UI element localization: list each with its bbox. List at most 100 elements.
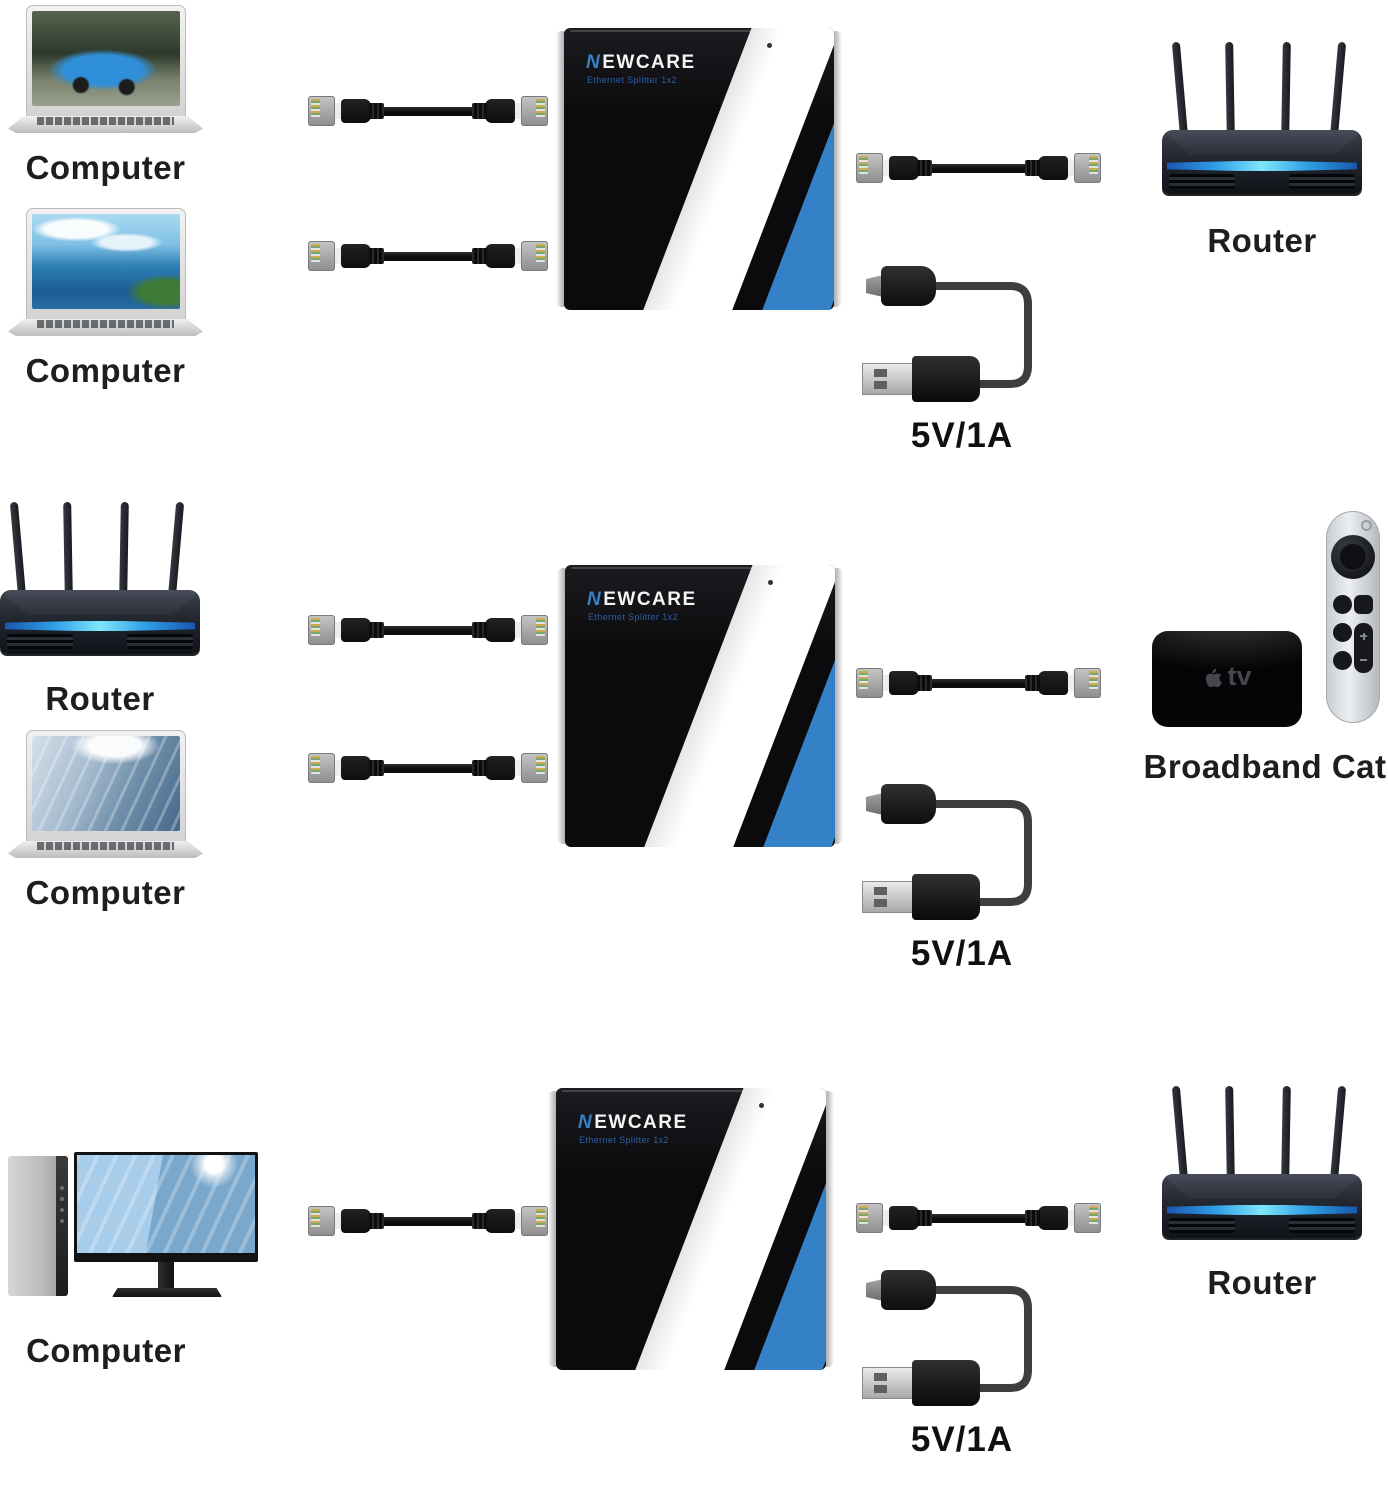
micro-usb-plug-icon <box>866 266 936 306</box>
ethernet-cable-icon <box>308 93 548 129</box>
usb-a-metal-tip <box>862 1367 914 1399</box>
rj45-boot <box>889 156 919 180</box>
model-text: Ethernet Splitter 1x2 <box>587 75 677 85</box>
rj45-pins <box>1089 156 1098 174</box>
rj45-plug-icon <box>1025 1200 1101 1236</box>
remote-play-pause-button <box>1333 623 1352 642</box>
rj45-strain-relief <box>472 103 487 119</box>
router-antennas <box>1162 1082 1362 1183</box>
rj45-plug-icon <box>856 665 932 701</box>
rj45-plug-icon <box>308 612 384 648</box>
rj45-plug-icon <box>308 750 384 786</box>
rj45-pins <box>536 618 545 636</box>
ethernet-splitter-device: NEWCARE Ethernet Splitter 1x2 <box>557 565 843 847</box>
rj45-boot <box>485 756 515 780</box>
rj45-strain-relief <box>369 248 384 264</box>
device-label: Router <box>1207 222 1317 259</box>
broadband-modem-device: tv Broadband Cat <box>1140 505 1388 786</box>
router-led-strip <box>1167 161 1357 171</box>
laptop-wallpaper-skyscrapers <box>31 736 180 831</box>
micro-usb-plug-icon <box>866 784 936 824</box>
cable-wire <box>890 679 1067 688</box>
laptop-wallpaper-coast <box>31 214 180 309</box>
rj45-strain-relief <box>472 1213 487 1229</box>
rj45-plug-icon <box>1025 665 1101 701</box>
usb-a-metal-tip <box>862 881 914 913</box>
micro-usb-body <box>881 1270 936 1310</box>
volume-plus-mark <box>1362 632 1365 640</box>
ethernet-splitter-device: NEWCARE Ethernet Splitter 1x2 <box>556 28 842 310</box>
device-label: Broadband Cat <box>1143 748 1387 785</box>
micro-usb-tip <box>866 275 883 297</box>
antenna <box>1171 41 1189 139</box>
rj45-pins <box>859 671 868 689</box>
usb-a-slot <box>874 899 887 907</box>
usb-power-cable-block: 5V/1A <box>862 776 1062 974</box>
brand-initial: N <box>586 52 602 73</box>
rj45-pins <box>536 1209 545 1227</box>
remote-back-button <box>1333 595 1352 614</box>
cable-wire <box>342 764 514 773</box>
device-label: Router <box>45 680 155 717</box>
cable-wire <box>342 252 514 261</box>
remote-clickpad-inner <box>1339 543 1367 571</box>
rj45-latch <box>335 760 343 776</box>
apple-tv-box-icon: tv <box>1152 631 1302 727</box>
wifi-router-icon <box>1162 1082 1362 1238</box>
cable-loop <box>928 282 1032 388</box>
ethernet-cable-icon <box>856 665 1101 701</box>
laptop-screen <box>25 730 186 842</box>
router-grille <box>1289 1218 1355 1233</box>
rj45-pins <box>1089 1206 1098 1224</box>
desktop-computer: Computer <box>0 1152 258 1370</box>
siri-remote-icon <box>1326 511 1380 723</box>
micro-usb-tip <box>866 793 883 815</box>
rj45-boot <box>889 1206 919 1230</box>
volume-minus-mark <box>1360 659 1367 661</box>
usb-a-slot <box>874 1385 887 1393</box>
router-top-face <box>1162 130 1362 155</box>
ethernet-cable-icon <box>308 238 548 274</box>
rj45-plug-icon <box>308 1203 384 1239</box>
router-top-face <box>0 590 200 615</box>
usb-power-cable-block: 5V/1A <box>862 258 1062 456</box>
usb-power-cable-icon <box>862 258 1062 408</box>
laptop-keys <box>37 842 174 850</box>
rj45-plug-icon <box>308 93 384 129</box>
ethernet-cable-icon <box>856 1200 1101 1236</box>
rj45-strain-relief <box>369 103 384 119</box>
rj45-boot <box>341 618 371 642</box>
antenna <box>1225 41 1235 139</box>
laptop-keyboard-base <box>8 841 203 858</box>
micro-usb-body <box>881 266 936 306</box>
model-text: Ethernet Splitter 1x2 <box>579 1135 669 1145</box>
rj45-strain-relief <box>472 248 487 264</box>
model-text: Ethernet Splitter 1x2 <box>588 612 678 622</box>
antenna <box>1281 41 1291 139</box>
ethernet-cable-icon <box>308 750 548 786</box>
brand-rest: EWCARE <box>594 1112 688 1133</box>
usb-a-plug-icon <box>862 1358 982 1408</box>
wifi-router-icon <box>0 498 200 654</box>
brand-initial: N <box>587 589 603 610</box>
rj45-boot <box>1038 1206 1068 1230</box>
micro-usb-body <box>881 784 936 824</box>
rj45-boot <box>341 756 371 780</box>
monitor-stand-base <box>112 1288 222 1297</box>
apple-tv-logo: tv <box>1152 661 1302 692</box>
router-grille <box>127 634 193 649</box>
tower-buttons <box>60 1186 64 1190</box>
antenna <box>9 501 27 599</box>
antenna <box>119 501 129 599</box>
rj45-pins <box>311 99 320 117</box>
apple-icon <box>1206 668 1223 687</box>
splitter-led-dot <box>759 1103 764 1108</box>
rj45-strain-relief <box>917 160 932 176</box>
laptop-wallpaper-sports-car <box>31 11 180 106</box>
rj45-strain-relief <box>1025 1210 1040 1226</box>
antenna <box>1171 1085 1189 1183</box>
pc-tower-icon <box>8 1156 68 1296</box>
rj45-latch <box>883 1210 891 1226</box>
rj45-strain-relief <box>1025 675 1040 691</box>
